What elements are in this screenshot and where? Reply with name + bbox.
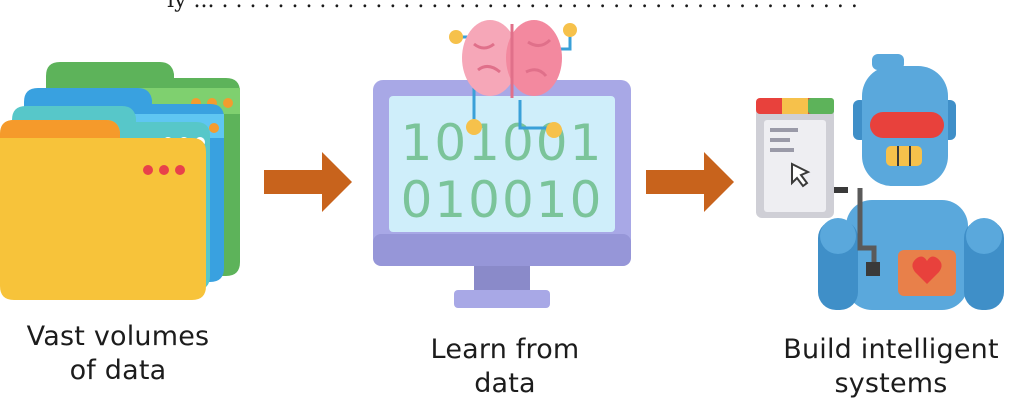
screen-code-line-2: 010010: [401, 171, 604, 229]
step-label-data-volumes: Vast volumes of data: [0, 320, 236, 388]
screen-code-line-1: 101001: [401, 114, 604, 172]
monitor-neck: [474, 262, 530, 294]
cropped-header-text: ly ... . . . . . . . . . . . . . . . . .…: [167, 0, 858, 13]
step-label-line: systems: [834, 368, 948, 399]
step-label-learn: Learn from data: [395, 333, 615, 401]
monitor-base: [454, 290, 550, 308]
robot-visor: [870, 112, 944, 138]
step-label-line: of data: [69, 355, 167, 386]
step-label-line: Learn from: [430, 334, 580, 365]
robot-icon: [756, 54, 1004, 310]
step-label-line: Vast volumes: [26, 321, 210, 352]
step-label-build: Build intelligent systems: [757, 333, 1025, 401]
folders-icon: [0, 62, 240, 300]
arrow-right-2: [646, 152, 734, 212]
folder-front: [0, 120, 206, 300]
brain-icon: [462, 20, 562, 98]
step-label-line: data: [474, 368, 536, 399]
robot-tablet: [756, 98, 834, 218]
computer-brain-icon: 101001 010010: [373, 20, 631, 308]
arrow-right-1: [264, 152, 352, 212]
step-label-line: Build intelligent: [783, 334, 999, 365]
